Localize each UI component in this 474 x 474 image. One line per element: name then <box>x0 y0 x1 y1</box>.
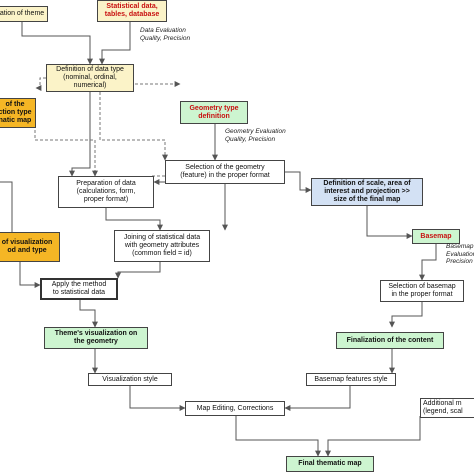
visualization-method-box: of visualization od and type <box>0 232 60 262</box>
arrow-additional-to-final <box>325 416 421 457</box>
theme-definition-box: ation of theme <box>0 6 48 22</box>
geometry-type-box: Geometry type definition <box>180 101 248 124</box>
joining-box: Joining of statistical data with geometr… <box>114 230 210 262</box>
geometry-evaluation-note: Geometry Evaluation Quality, Precision <box>225 128 286 143</box>
finalization-box: Finalization of the content <box>336 332 444 349</box>
dashed-datatype-to-selgeom <box>99 92 168 161</box>
basemap-style-box: Basemap features style <box>306 373 396 386</box>
arrow-datatype-to-preparation <box>69 92 91 177</box>
basemap-box: Basemap <box>412 229 460 244</box>
arrow-theme-to-datatype <box>21 22 93 65</box>
projection-type-box: of the ction type natic map <box>0 98 36 128</box>
arrow-basemapstyle-to-editing <box>284 384 351 411</box>
arrow-editing-to-final <box>235 416 321 457</box>
arrow-statdata-to-datatype <box>99 22 131 65</box>
scale-definition-box: Definition of scale, area of interest an… <box>311 178 423 206</box>
arrow-selbasemap-to-finalization <box>389 302 423 328</box>
selection-geometry-box: Selection of the geometry (feature) in t… <box>165 160 285 184</box>
statistical-data-box: Statistical data, tables, database <box>97 0 167 22</box>
data-type-box: Definition of data type (nominal, ordina… <box>46 64 134 92</box>
apply-method-box: Apply the method to statistical data <box>40 278 118 300</box>
arrow-apply-to-themevis <box>79 300 98 328</box>
final-map-box: Final thematic map <box>286 456 374 472</box>
arrow-scale-to-basemap <box>366 206 413 239</box>
data-evaluation-note: Data Evaluation Quality, Precision <box>140 27 191 42</box>
map-editing-box: Map Editing, Corrections <box>185 401 285 416</box>
arrow-joining-to-apply <box>115 262 161 279</box>
arrow-visualization-to-apply <box>19 262 41 288</box>
basemap-evaluation-note: Basemap Evaluation Precision <box>446 243 474 265</box>
dashed-datatype-to-projection <box>35 77 46 91</box>
arrow-selgeom-to-scale <box>285 171 312 193</box>
additional-box: Additional m (legend, scal <box>420 398 474 418</box>
theme-visualization-box: Theme's visualization on the geometry <box>44 327 148 349</box>
dashed-projection-to-preparation <box>34 110 98 177</box>
arrow-visstyle-to-editing <box>129 384 186 411</box>
selection-basemap-box: Selection of basemap in the proper forma… <box>380 280 464 302</box>
arrow-preparation-to-joining <box>105 208 163 231</box>
arrow-basemap-to-selbasemap <box>419 244 437 281</box>
visualization-style-box: Visualization style <box>88 373 172 386</box>
preparation-box: Preparation of data (calculations, form,… <box>58 176 154 208</box>
